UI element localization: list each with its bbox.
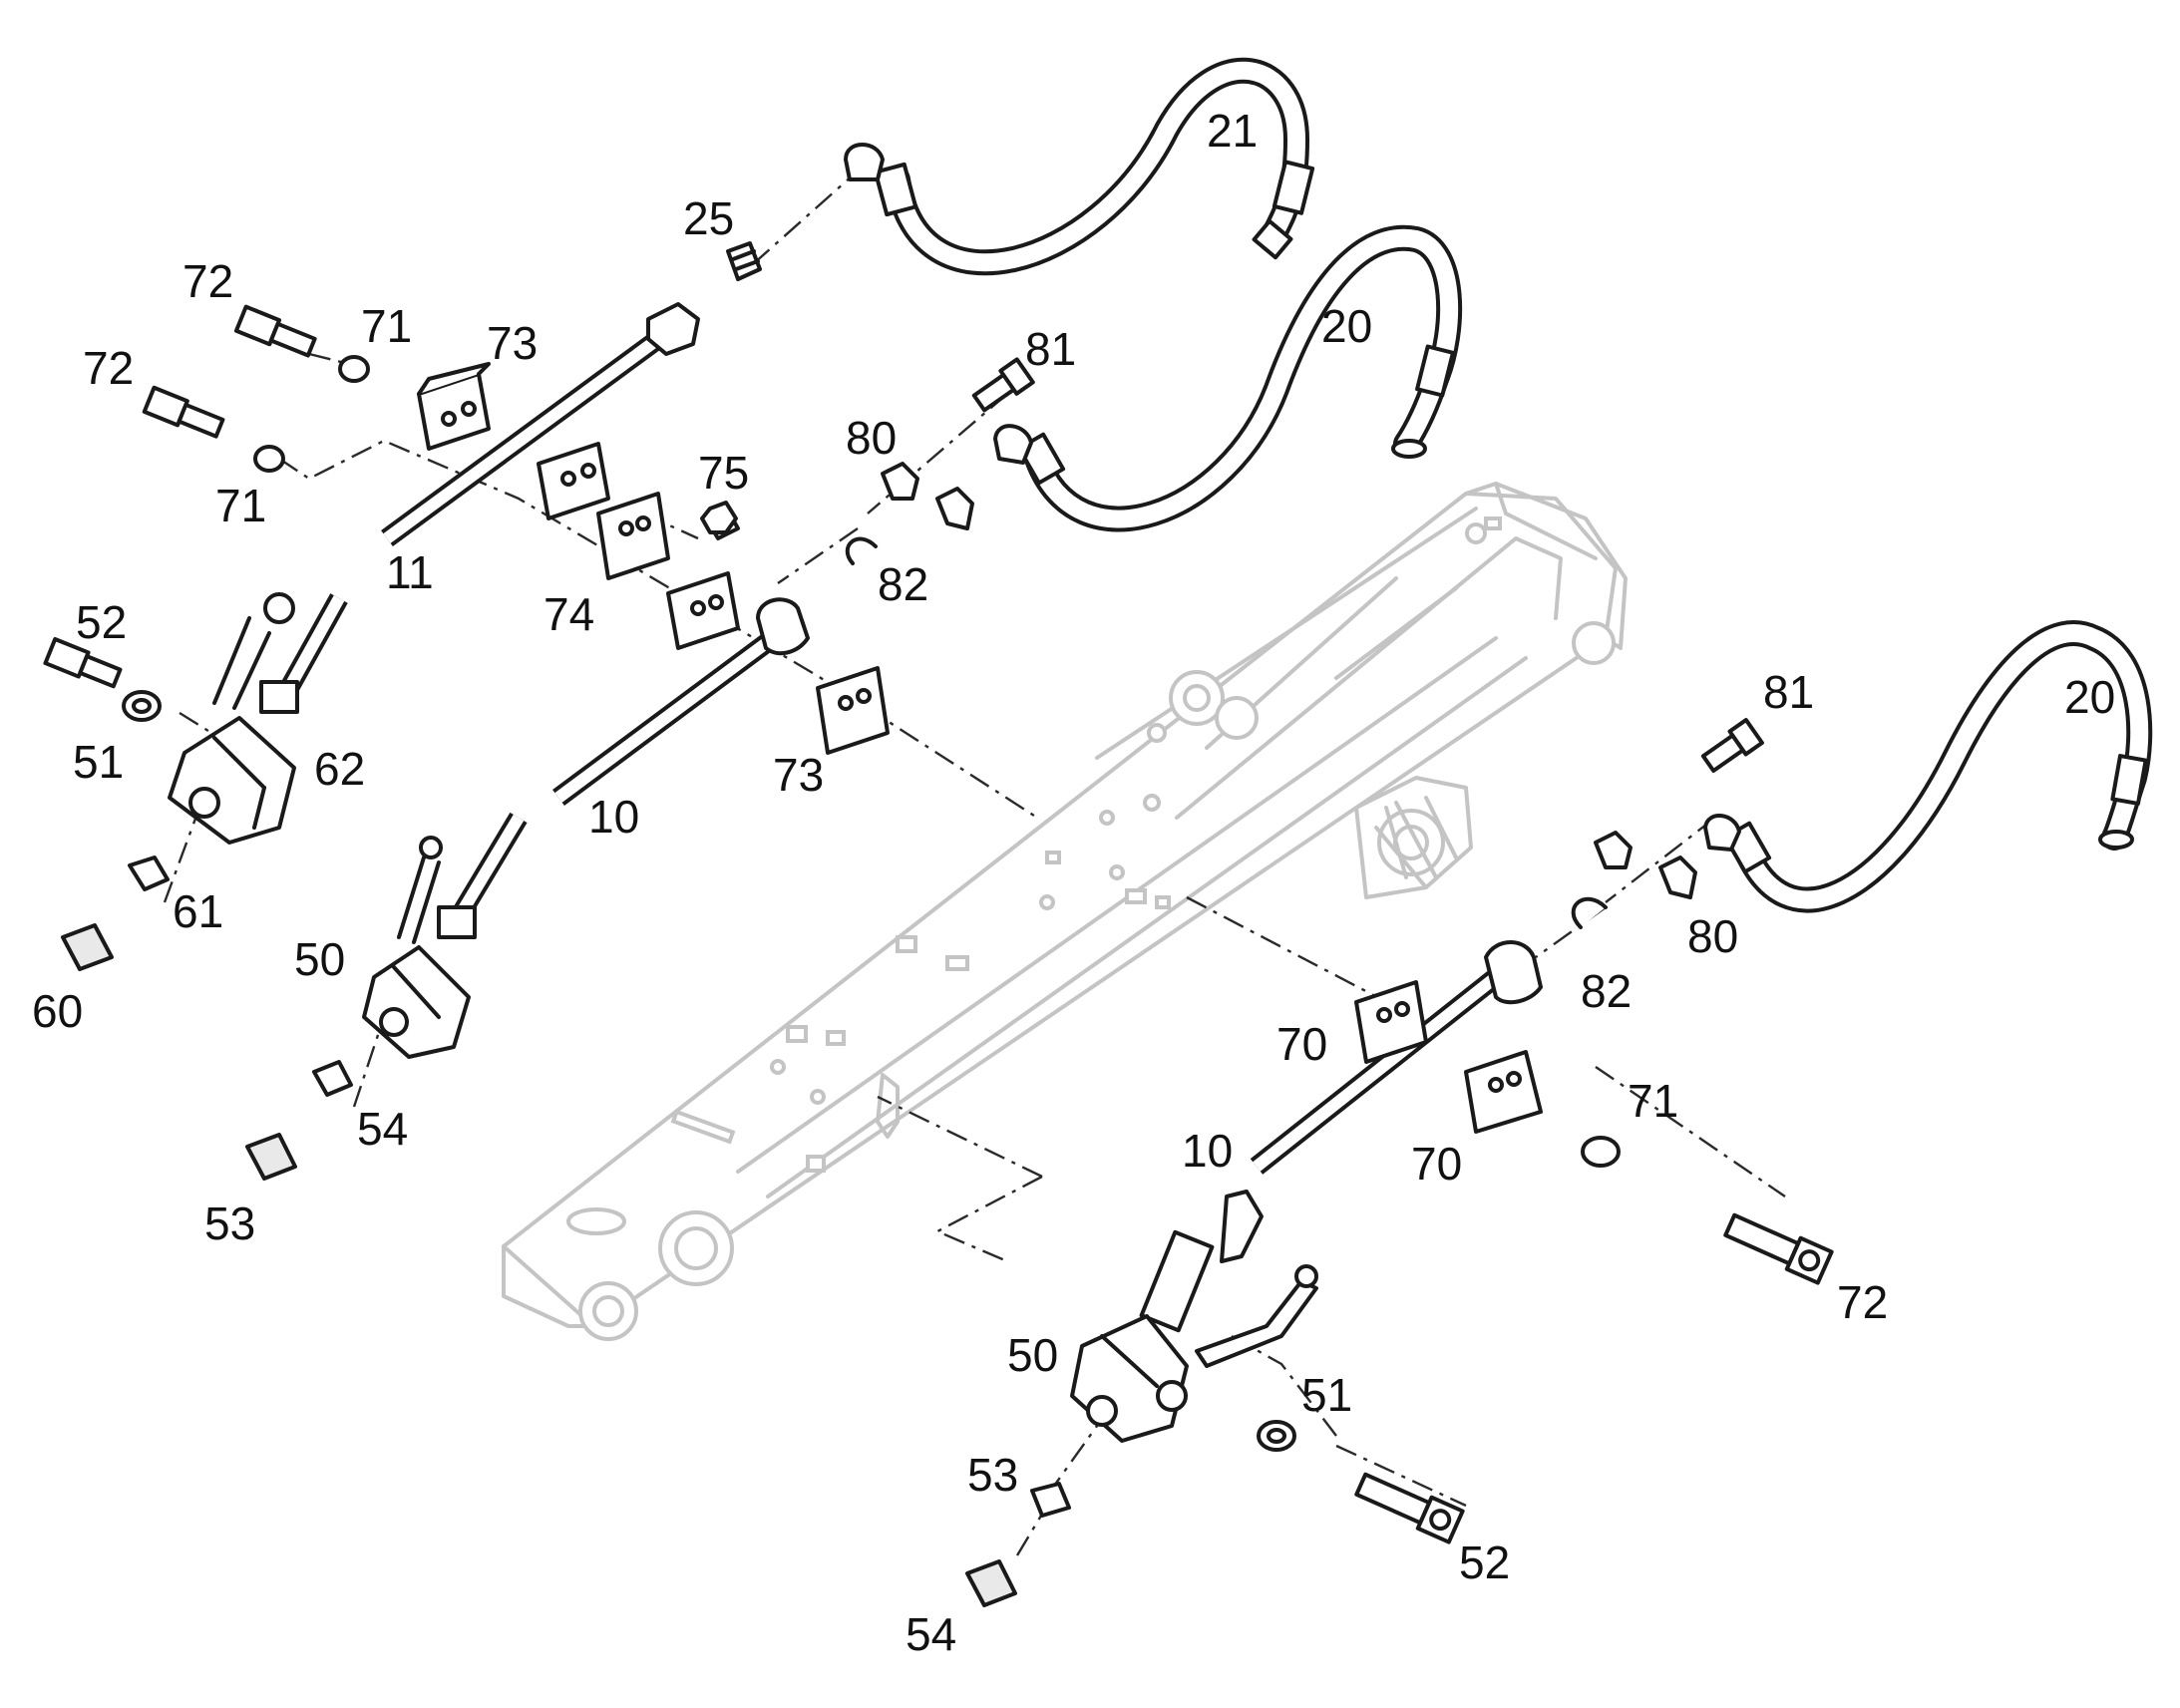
callout-82: 82 [878, 558, 928, 610]
callout-60: 60 [32, 985, 83, 1037]
callout-52: 52 [76, 596, 127, 648]
callout-73: 73 [487, 317, 538, 369]
hose-20-upper [993, 224, 1463, 532]
callout-81: 81 [1763, 666, 1814, 718]
callout-52: 52 [1459, 1537, 1510, 1588]
callout-53: 53 [967, 1449, 1018, 1501]
bolt-81-lower [1700, 718, 1764, 774]
boom-arm [502, 482, 1628, 1341]
clamp-74 [596, 492, 740, 650]
fittings [700, 241, 1697, 899]
callout-10: 10 [588, 791, 639, 843]
washers [122, 355, 1621, 1452]
callout-54: 54 [906, 1608, 956, 1660]
clamp-73-upper [417, 362, 610, 520]
caps-plugs [61, 855, 1071, 1607]
callout-54: 54 [357, 1103, 408, 1155]
callout-80: 80 [1687, 910, 1738, 962]
hose-21 [844, 57, 1315, 276]
callout-51: 51 [73, 736, 124, 788]
bolt-72-bottom-right [1723, 1212, 1834, 1285]
callout-labels: 21 25 72 71 73 72 71 11 81 20 80 75 82 7… [32, 105, 2115, 1660]
callout-74: 74 [544, 588, 594, 640]
callout-25: 25 [683, 192, 734, 244]
bolt-72-upper [233, 304, 317, 358]
bolt-72-lower [142, 385, 225, 439]
bolt-52-upper [43, 636, 123, 689]
valve-50-left [362, 812, 528, 1059]
clamp-70-lower [1464, 1050, 1543, 1134]
callout-75: 75 [698, 447, 749, 499]
callout-80: 80 [846, 412, 897, 464]
clamp-70-upper [1354, 980, 1428, 1064]
pipe-10-lower [1139, 940, 1543, 1333]
callout-51: 51 [1301, 1369, 1352, 1421]
callout-10: 10 [1182, 1125, 1233, 1177]
callout-81: 81 [1025, 323, 1076, 375]
callout-71: 71 [1628, 1075, 1678, 1127]
callout-20: 20 [2064, 671, 2115, 723]
callout-50: 50 [1007, 1329, 1058, 1381]
callout-71: 71 [215, 480, 266, 531]
callout-72: 72 [182, 255, 233, 307]
callout-82: 82 [1581, 965, 1632, 1017]
callout-70: 70 [1276, 1018, 1327, 1070]
bolt-81-upper [971, 357, 1035, 413]
callout-50: 50 [294, 933, 345, 985]
pipe-10-upper [552, 597, 810, 807]
hose-20-lower [1703, 620, 2153, 913]
callout-53: 53 [204, 1197, 255, 1249]
pipe-11 [381, 302, 700, 547]
valve-62 [168, 592, 348, 845]
callout-72: 72 [1837, 1276, 1888, 1328]
callout-20: 20 [1321, 300, 1372, 352]
callout-61: 61 [173, 885, 223, 937]
assembly-leader-lines [163, 173, 1786, 1556]
callout-70: 70 [1411, 1138, 1462, 1190]
callout-62: 62 [314, 743, 365, 795]
callout-73: 73 [773, 749, 824, 801]
clamp-73-lower [816, 666, 890, 755]
callout-11: 11 [386, 546, 434, 598]
valve-50-right [1070, 1264, 1318, 1443]
callout-21: 21 [1207, 105, 1258, 157]
callout-72: 72 [83, 342, 134, 394]
callout-71: 71 [361, 300, 412, 352]
bolt-52-bottom-right [1354, 1472, 1465, 1544]
